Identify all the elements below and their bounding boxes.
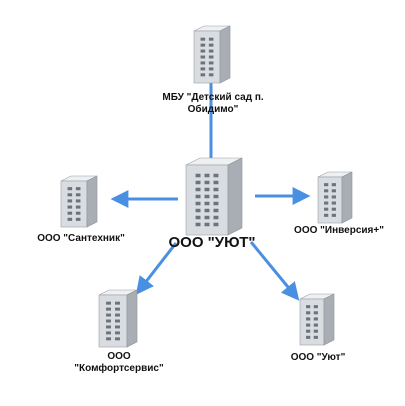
building-invers-icon (317, 171, 353, 224)
label-invers-line-1: ООО "Инверсия+" (294, 225, 384, 236)
label-santeh-line-1: ООО "Сантехник" (37, 233, 125, 244)
label-mbu-line-1: МБУ "Детский сад п. (162, 92, 264, 103)
label-mbu: МБУ "Детский сад п. Обидимо" (148, 92, 278, 116)
label-center: ООО "УЮТ" (168, 234, 256, 251)
arrow-to-komfort (135, 242, 178, 295)
label-mbu-line-2: Обидимо" (187, 104, 239, 115)
label-komfort: ООО "Комфортсервис" (64, 351, 174, 375)
label-uyut: ООО "Уют" (276, 352, 360, 364)
arrow-to-uyut (249, 241, 300, 301)
label-komfort-line-1: ООО (107, 351, 131, 362)
building-santeh-icon (60, 175, 98, 228)
label-santeh: ООО "Сантехник" (26, 233, 136, 245)
building-center-icon (185, 157, 243, 236)
building-mbu-icon (193, 25, 231, 84)
label-uyut-line-1: ООО "Уют" (290, 352, 346, 363)
label-invers: ООО "Инверсия+" (283, 225, 395, 237)
label-komfort-line-2: "Комфортсервис" (74, 363, 164, 374)
connections (110, 83, 311, 301)
building-uyut-icon (299, 293, 335, 346)
building-komfort-icon (98, 289, 138, 348)
